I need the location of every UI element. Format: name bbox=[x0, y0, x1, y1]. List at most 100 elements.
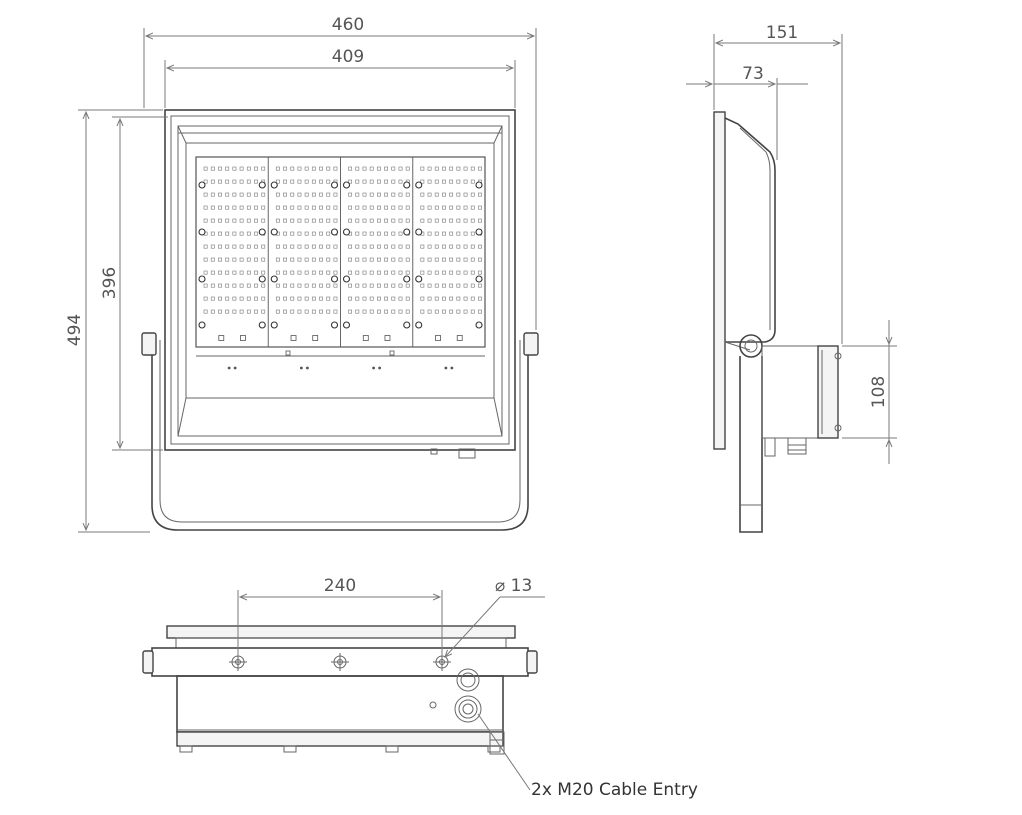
led-chip bbox=[210, 296, 215, 301]
led-chip bbox=[239, 244, 244, 249]
led-chip bbox=[239, 257, 244, 262]
led-chip bbox=[232, 296, 237, 301]
led-chip bbox=[355, 218, 360, 223]
led-chip bbox=[304, 296, 309, 301]
front-small-fitting bbox=[430, 448, 438, 455]
led-chip bbox=[456, 166, 461, 171]
led-chip bbox=[384, 231, 389, 236]
led-chip bbox=[398, 218, 403, 223]
led-chip bbox=[304, 244, 309, 249]
led-chip bbox=[478, 283, 482, 288]
led-chip bbox=[275, 244, 280, 249]
led-chip bbox=[304, 192, 309, 197]
led-chip bbox=[319, 309, 323, 314]
bottom-view bbox=[142, 625, 538, 755]
led-chip bbox=[297, 205, 302, 210]
led-chip bbox=[384, 166, 389, 171]
led-screw bbox=[415, 321, 423, 329]
led-chip bbox=[283, 270, 287, 275]
led-chip bbox=[434, 218, 439, 223]
led-chip bbox=[384, 283, 389, 288]
led-chip bbox=[290, 283, 295, 288]
led-chip bbox=[304, 205, 309, 210]
led-chip bbox=[326, 244, 331, 249]
led-chip bbox=[427, 192, 432, 197]
led-chip bbox=[384, 192, 389, 197]
led-chip bbox=[470, 283, 475, 288]
dim-396-label: 396 bbox=[100, 267, 120, 299]
led-chip bbox=[355, 309, 360, 314]
led-chip bbox=[427, 218, 432, 223]
led-chip bbox=[333, 296, 338, 301]
led-chip bbox=[333, 218, 338, 223]
led-chip bbox=[239, 296, 244, 301]
led-chip bbox=[261, 283, 266, 288]
led-chip bbox=[348, 309, 353, 314]
led-chip bbox=[384, 270, 389, 275]
bottom-front-plate bbox=[166, 625, 516, 639]
side-bracket-arm bbox=[739, 356, 763, 533]
led-chip bbox=[297, 296, 302, 301]
led-chip bbox=[254, 192, 258, 197]
led-chip bbox=[311, 179, 316, 184]
led-screw bbox=[342, 321, 351, 329]
led-chip bbox=[283, 296, 287, 301]
led-chip bbox=[449, 309, 454, 314]
led-chip bbox=[427, 205, 432, 210]
led-chip bbox=[442, 218, 446, 223]
led-chip bbox=[391, 296, 396, 301]
led-chip bbox=[283, 179, 287, 184]
led-chip bbox=[254, 179, 258, 184]
led-connector bbox=[384, 335, 391, 341]
led-chip bbox=[225, 179, 230, 184]
led-chip bbox=[369, 309, 374, 314]
led-chip bbox=[478, 296, 482, 301]
led-chip bbox=[348, 192, 353, 197]
led-chip bbox=[326, 257, 331, 262]
led-chip bbox=[369, 205, 374, 210]
led-chip bbox=[420, 244, 425, 249]
led-chip bbox=[391, 166, 396, 171]
lower-dot bbox=[378, 366, 382, 370]
led-chip bbox=[398, 166, 403, 171]
led-chip bbox=[225, 231, 230, 236]
led-chip bbox=[225, 244, 230, 249]
led-chip bbox=[355, 244, 360, 249]
led-chip bbox=[218, 218, 222, 223]
led-chip bbox=[333, 270, 338, 275]
led-chip bbox=[203, 244, 208, 249]
led-chip bbox=[232, 257, 237, 262]
led-chip bbox=[434, 296, 439, 301]
led-chip bbox=[369, 218, 374, 223]
led-screw bbox=[475, 228, 483, 236]
led-chip bbox=[420, 179, 425, 184]
led-chip bbox=[225, 270, 230, 275]
bottom-housing-body bbox=[176, 675, 504, 733]
led-screw bbox=[270, 228, 278, 236]
led-chip bbox=[391, 283, 396, 288]
led-chip bbox=[218, 257, 222, 262]
led-chip bbox=[398, 179, 403, 184]
led-chip bbox=[283, 309, 287, 314]
led-screw bbox=[330, 228, 339, 236]
led-chip bbox=[449, 192, 454, 197]
led-chip bbox=[405, 309, 410, 314]
led-chip bbox=[311, 244, 316, 249]
led-chip bbox=[362, 283, 367, 288]
lower-dot bbox=[450, 366, 454, 370]
led-chip bbox=[420, 309, 425, 314]
bottom-side-gland bbox=[489, 731, 505, 755]
led-chip bbox=[427, 309, 432, 314]
led-chip bbox=[275, 296, 280, 301]
led-screw bbox=[475, 275, 483, 283]
led-chip bbox=[246, 270, 251, 275]
led-chip bbox=[326, 218, 331, 223]
led-chip bbox=[203, 166, 208, 171]
led-chip bbox=[442, 257, 446, 262]
led-chip bbox=[470, 296, 475, 301]
led-chip bbox=[376, 244, 381, 249]
led-chip bbox=[210, 205, 215, 210]
led-chip bbox=[210, 244, 215, 249]
led-chip bbox=[254, 257, 258, 262]
led-chip bbox=[470, 192, 475, 197]
